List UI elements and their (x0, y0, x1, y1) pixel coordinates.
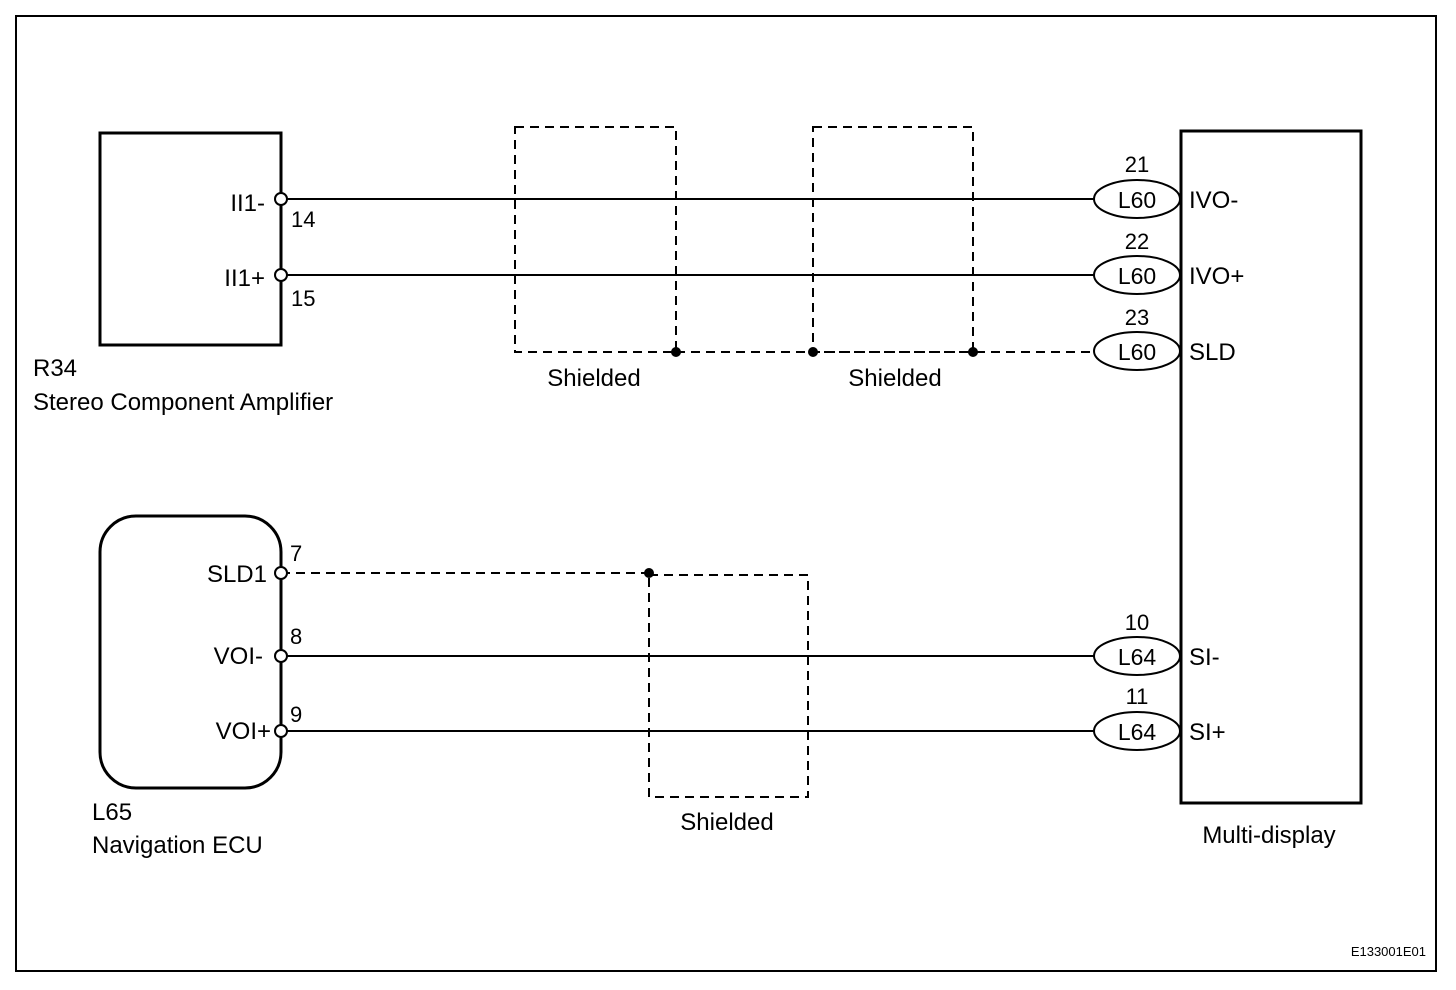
amp-component-id: R34 (33, 355, 77, 382)
display-pin-label: SI- (1189, 644, 1220, 671)
display-pin-label: IVO- (1189, 187, 1238, 214)
amp-pin-number-14: 14 (291, 207, 315, 232)
shield-label-2: Shielded (848, 365, 941, 392)
connector-label: L60 (1118, 263, 1156, 289)
display-pin-label: SI+ (1189, 719, 1226, 746)
display-pin-label: IVO+ (1189, 263, 1244, 290)
multi-display-box (1179, 129, 1363, 805)
nav-pin-number-9: 9 (290, 702, 302, 727)
display-pin-number: 22 (1125, 229, 1149, 254)
diagram-frame (15, 15, 1437, 972)
display-pin-number: 11 (1126, 684, 1149, 709)
display-pin-label: SLD (1189, 339, 1236, 366)
connector-l60-pin-22 (1093, 255, 1181, 295)
figure-reference: E133001E01 (1351, 944, 1426, 959)
multi-display-name: Multi-display (1202, 822, 1335, 849)
shield-junction-dot (644, 568, 654, 578)
amp-terminal-15 (274, 268, 288, 282)
nav-pin-number-8: 8 (290, 624, 302, 649)
shield-junction-dot (671, 347, 681, 357)
shield-box-1 (514, 126, 677, 353)
nav-pin-number-7: 7 (290, 541, 302, 566)
amp-pin-label-ii1-plus: II1+ (224, 265, 265, 292)
nav-pin-label-sld1: SLD1 (207, 561, 267, 588)
display-pin-number: 23 (1125, 305, 1149, 330)
display-pin-number: 21 (1125, 152, 1149, 177)
shield-junction-dot (808, 347, 818, 357)
nav-component-id: L65 (92, 799, 132, 826)
amp-component-name: Stereo Component Amplifier (33, 389, 333, 416)
connector-label: L64 (1118, 719, 1157, 745)
nav-pin-label-voi-minus: VOI- (214, 643, 263, 670)
connector-label: L60 (1118, 339, 1156, 365)
nav-terminal-9 (274, 724, 288, 738)
nav-terminal-7 (274, 566, 288, 580)
connector-label: L60 (1118, 187, 1156, 213)
shield-label-3: Shielded (680, 809, 773, 836)
connector-l60-pin-23 (1093, 331, 1181, 371)
amp-pin-number-15: 15 (291, 286, 315, 311)
amp-pin-label-ii1-minus: II1- (230, 190, 265, 217)
connector-label: L64 (1118, 644, 1157, 670)
amp-terminal-14 (274, 192, 288, 206)
nav-component-name: Navigation ECU (92, 832, 263, 859)
shield-junction-dot (968, 347, 978, 357)
display-pin-number: 10 (1125, 610, 1149, 635)
nav-terminal-8 (274, 649, 288, 663)
shield-box-3 (648, 574, 809, 798)
amplifier-box (98, 131, 283, 347)
connector-l60-pin-21 (1093, 179, 1181, 219)
nav-pin-label-voi-plus: VOI+ (216, 718, 271, 745)
shield-label-1: Shielded (547, 365, 640, 392)
shield-box-2 (812, 126, 974, 353)
